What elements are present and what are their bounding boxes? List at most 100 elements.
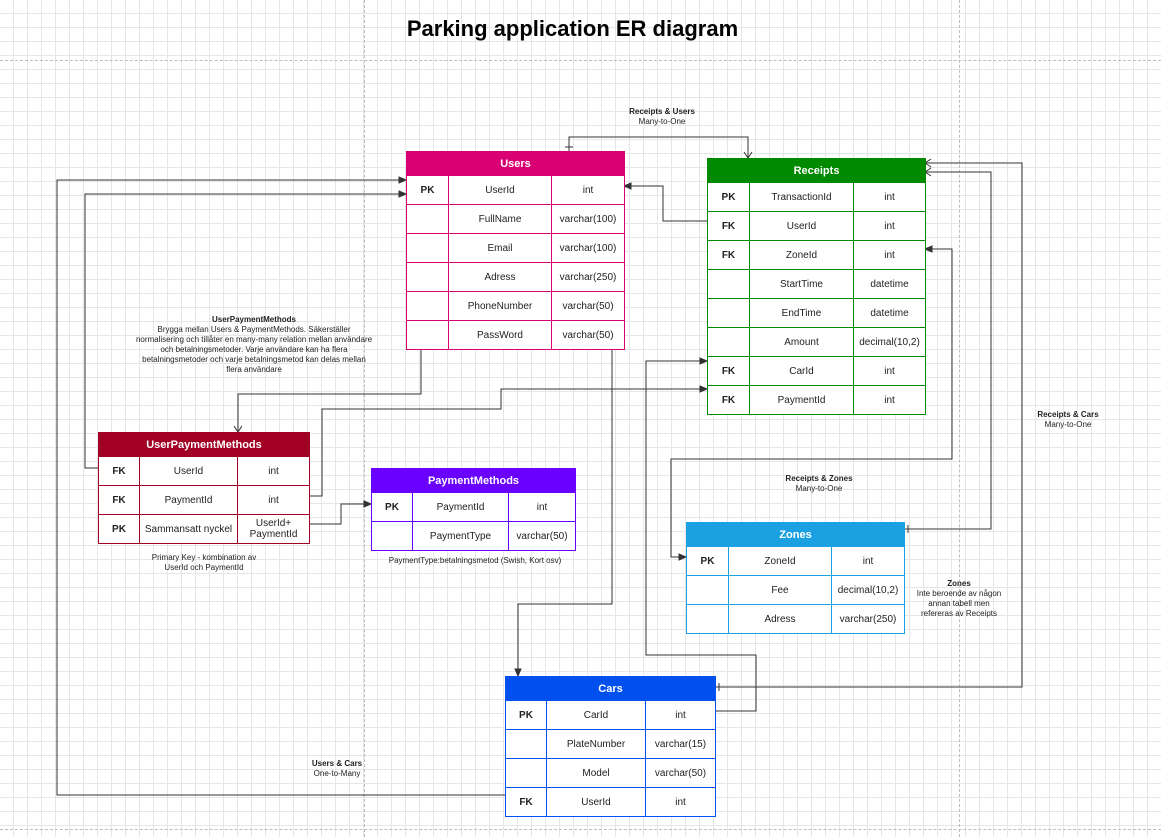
field-type: varchar(50): [645, 758, 716, 788]
entity-header[interactable]: PaymentMethods: [371, 468, 576, 493]
field-name: Adress: [448, 262, 552, 292]
field-name: Model: [546, 758, 646, 788]
key-cell: [707, 269, 750, 299]
field-name: PaymentType: [412, 521, 509, 551]
edge-receipts-cars: [715, 162, 1023, 688]
edge-arrow: [699, 385, 709, 393]
edge-arrow: [622, 182, 632, 190]
entity-header[interactable]: UserPaymentMethods: [98, 432, 310, 457]
field-type: varchar(100): [550, 204, 626, 234]
field-name: Fee: [728, 575, 832, 605]
key-cell: PK: [406, 175, 449, 205]
field-name: PaymentId: [139, 485, 238, 515]
edge-receipts-zones: [904, 171, 992, 530]
field-type: int: [645, 700, 716, 730]
field-type: int: [237, 485, 310, 515]
key-cell: FK: [707, 385, 750, 415]
field-type: datetime: [852, 269, 927, 299]
entity-header[interactable]: Zones: [685, 522, 906, 547]
key-cell: [707, 298, 750, 328]
edge-users-cars: [517, 341, 613, 676]
field-type: varchar(250): [550, 262, 626, 292]
field-name: StartTime: [749, 269, 854, 299]
edge-arrow: [699, 357, 709, 365]
field-name: PassWord: [448, 320, 552, 350]
page-guide-horizontal: [0, 829, 1161, 830]
entity-header[interactable]: Cars: [505, 676, 716, 701]
entity-header[interactable]: Users: [405, 151, 626, 176]
edge-arrow: [363, 500, 373, 508]
key-cell: FK: [707, 240, 750, 270]
edge-upm-users: [237, 341, 422, 432]
field-type: varchar(250): [830, 604, 906, 634]
field-name: UserId: [749, 211, 854, 241]
diagram-title: Parking application ER diagram: [406, 16, 739, 41]
key-cell: [707, 327, 750, 357]
entity-header[interactable]: Receipts: [706, 158, 927, 183]
field-type: UserId+ PaymentId: [237, 514, 310, 544]
key-cell: FK: [707, 356, 750, 386]
edge-arrow: [398, 190, 408, 198]
field-type: varchar(15): [645, 729, 716, 759]
key-cell: FK: [505, 787, 547, 817]
edge-cars-userid: [56, 179, 505, 796]
field-name: PaymentId: [412, 492, 509, 522]
note-payment-type: PaymentType:betalningsmetod (Swish, Kort…: [388, 556, 562, 565]
page-guide-vertical: [959, 0, 960, 837]
field-name: CarId: [546, 700, 646, 730]
field-name: PhoneNumber: [448, 291, 552, 321]
field-type: datetime: [852, 298, 927, 328]
key-cell: FK: [98, 456, 140, 486]
key-cell: PK: [707, 182, 750, 212]
field-type: int: [852, 182, 927, 212]
field-type: int: [830, 546, 906, 576]
key-cell: PK: [686, 546, 729, 576]
field-name: ZoneId: [749, 240, 854, 270]
edge-arrow: [923, 245, 933, 253]
key-cell: [406, 291, 449, 321]
edge-arrow: [514, 668, 522, 678]
edge-upm-paymentmethods: [309, 503, 371, 525]
field-name: UserId: [448, 175, 552, 205]
edge-cars-carid: [645, 360, 757, 712]
key-cell: FK: [707, 211, 750, 241]
field-name: Email: [448, 233, 552, 263]
key-cell: [505, 729, 547, 759]
edge-receipts-users-top: [568, 136, 749, 158]
edge-arrow: [398, 176, 408, 184]
key-cell: [371, 521, 413, 551]
field-type: int: [852, 211, 927, 241]
